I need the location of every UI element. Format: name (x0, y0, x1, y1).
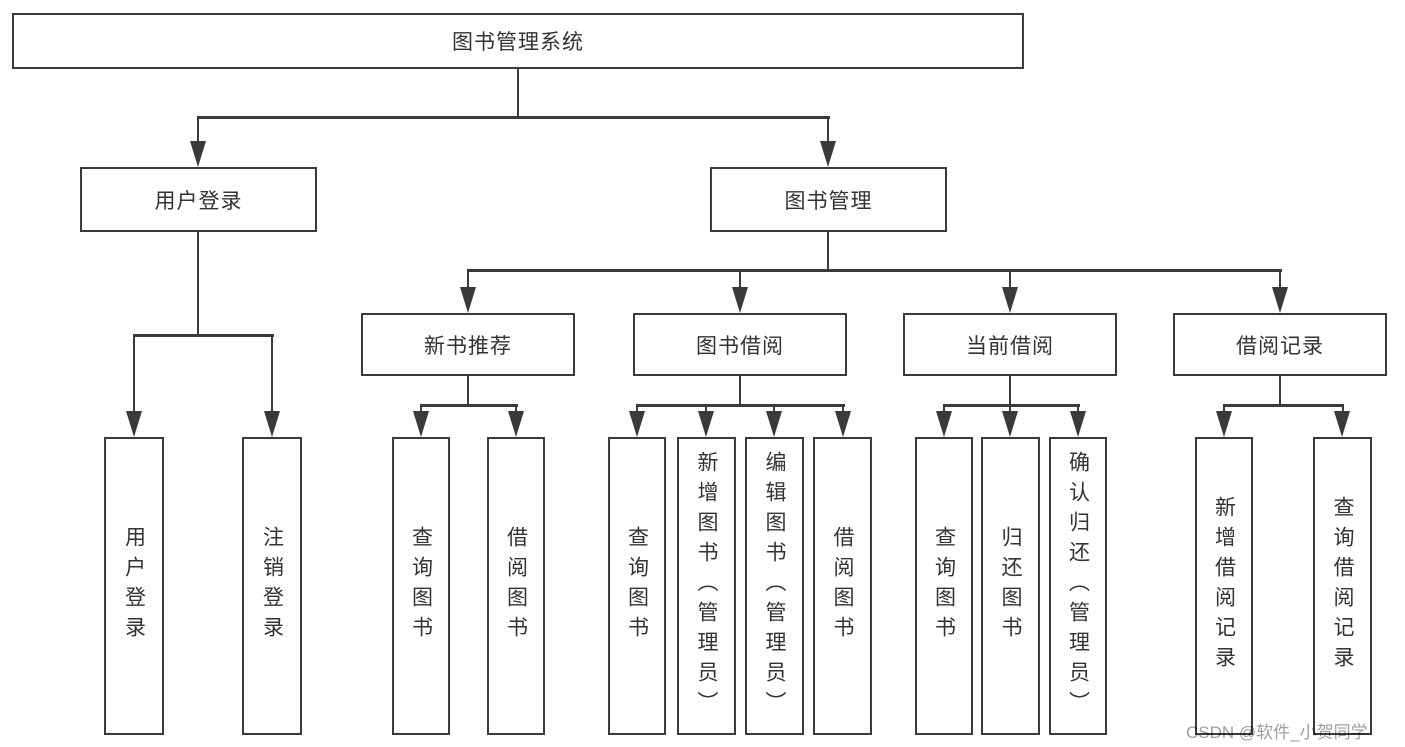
node-label: 图书管理系统 (452, 31, 584, 54)
arrowhead-down-icon (1216, 411, 1232, 437)
arrowhead-down-icon (1070, 411, 1086, 437)
connector-stem (1008, 269, 1012, 291)
arrowhead-down-icon (460, 287, 476, 313)
connector-stem (132, 334, 136, 412)
connector-bar (635, 404, 845, 407)
node-label: 新书推荐 (424, 334, 512, 358)
leaf-edit-books-admin: 编辑图书（管理员） (745, 437, 804, 735)
connector-stem (942, 404, 946, 414)
leaf-user-login: 用户登录 (104, 437, 164, 735)
arrowhead-down-icon (126, 411, 142, 437)
connector-bookmgmt-vertical (826, 232, 830, 271)
leaf-borrow-books: 借阅图书 (813, 437, 872, 735)
leaf-confirm-return-admin: 确认归还（管理员） (1049, 437, 1107, 735)
node-label: 新增图书（管理员） (695, 451, 718, 721)
connector-stem (419, 404, 423, 414)
node-library-management-system: 图书管理系统 (12, 13, 1024, 69)
connector-stem (1076, 404, 1080, 414)
node-label: 借阅图书 (504, 526, 528, 646)
arrowhead-down-icon (508, 411, 524, 437)
arrowhead-down-icon (835, 411, 851, 437)
node-label: 用户登录 (122, 526, 146, 646)
arrowhead-down-icon (1002, 411, 1018, 437)
node-label: 查询图书 (932, 526, 956, 646)
watermark: CSDN @软件_小贺同学 (1186, 723, 1368, 742)
node-new-book-recommend: 新书推荐 (361, 313, 575, 376)
node-label: 新增借阅记录 (1212, 496, 1236, 676)
connector-stem (841, 404, 845, 414)
leaf-borrow-books-recommend: 借阅图书 (487, 437, 545, 735)
arrowhead-down-icon (1334, 411, 1350, 437)
leaf-add-books-admin: 新增图书（管理员） (677, 437, 736, 735)
node-label: 归还图书 (999, 526, 1022, 646)
node-label: 确认归还（管理员） (1066, 451, 1090, 721)
node-label: 用户登录 (154, 189, 243, 213)
connector-stem (466, 269, 470, 291)
leaf-query-borrow-record: 查询借阅记录 (1313, 437, 1372, 735)
connector-root-bar (196, 116, 830, 119)
connector-stem (635, 404, 639, 414)
connector-bar (1222, 404, 1344, 407)
leaf-query-books-current: 查询图书 (915, 437, 973, 735)
arrowhead-down-icon (936, 411, 952, 437)
connector-userlogin-vertical (196, 232, 200, 336)
connector-stem (514, 404, 518, 414)
arrowhead-down-icon (732, 287, 748, 313)
connector-bar (942, 404, 1080, 407)
leaf-logout: 注销登录 (242, 437, 302, 735)
node-label: 编辑图书（管理员） (763, 451, 786, 721)
connector-stem (1008, 404, 1012, 414)
node-label: 借阅记录 (1236, 334, 1324, 358)
node-label: 借阅图书 (831, 526, 854, 646)
arrowhead-down-icon (820, 141, 836, 167)
node-label: 当前借阅 (966, 334, 1054, 358)
connector-root-vertical (516, 68, 520, 118)
arrowhead-down-icon (1002, 287, 1018, 313)
connector-stem (704, 404, 708, 414)
node-borrowing-records: 借阅记录 (1173, 313, 1387, 376)
arrowhead-down-icon (190, 141, 206, 167)
node-book-borrowing: 图书借阅 (633, 313, 847, 376)
connector-bookmgmt-bar (466, 269, 1282, 272)
arrowhead-down-icon (1272, 287, 1288, 313)
connector-stem (196, 116, 200, 144)
connector-vertical (738, 376, 742, 406)
leaf-return-books: 归还图书 (981, 437, 1040, 735)
connector-stem (270, 334, 274, 412)
arrowhead-down-icon (413, 411, 429, 437)
node-label: 查询图书 (409, 526, 433, 646)
node-current-borrowing: 当前借阅 (903, 313, 1117, 376)
node-label: 图书借阅 (696, 334, 784, 358)
connector-stem (1341, 404, 1345, 414)
connector-stem (1278, 269, 1282, 291)
node-label: 查询图书 (625, 526, 649, 646)
node-book-management: 图书管理 (710, 167, 947, 232)
leaf-query-books-borrowing: 查询图书 (608, 437, 666, 735)
connector-stem (1222, 404, 1226, 414)
node-user-login: 用户登录 (80, 167, 317, 232)
node-label: 查询借阅记录 (1331, 496, 1354, 676)
connector-stem (826, 116, 830, 144)
node-label: 注销登录 (260, 526, 284, 646)
arrowhead-down-icon (629, 411, 645, 437)
connector-vertical (1008, 376, 1012, 406)
connector-vertical (466, 376, 470, 406)
node-label: 图书管理 (784, 189, 873, 213)
arrowhead-down-icon (698, 411, 714, 437)
arrowhead-down-icon (766, 411, 782, 437)
connector-stem (772, 404, 776, 414)
connector-userlogin-bar (132, 334, 274, 337)
connector-vertical (1278, 376, 1282, 406)
leaf-add-borrow-record: 新增借阅记录 (1195, 437, 1253, 735)
connector-stem (738, 269, 742, 291)
arrowhead-down-icon (264, 411, 280, 437)
connector-bar (419, 404, 518, 407)
leaf-query-books-recommend: 查询图书 (392, 437, 450, 735)
